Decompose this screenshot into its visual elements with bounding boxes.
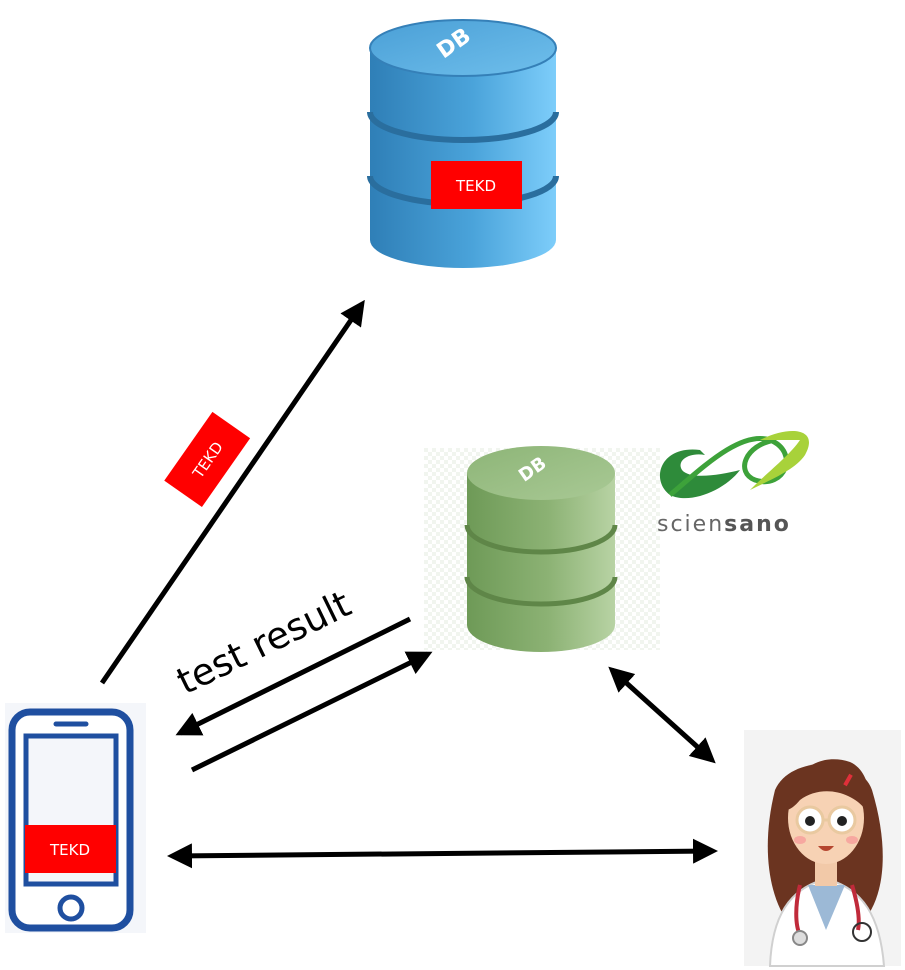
arrow-sciensano-doctor	[608, 666, 716, 764]
arrow-phone-doctor	[167, 838, 718, 869]
arrow-phone-to-cloud	[99, 299, 365, 685]
phone-tag: TEKD	[49, 841, 90, 859]
sciensano-database-icon	[424, 446, 660, 652]
arrow-sciensano-to-phone	[175, 616, 412, 736]
svg-text:sciensano: sciensano	[657, 512, 791, 537]
test-result-label: test result	[170, 582, 357, 703]
logo-text-bold: sano	[724, 512, 791, 537]
phone-tag-box	[25, 825, 116, 873]
doctor-avatar	[744, 730, 901, 967]
cloud-db-tag-box	[431, 161, 522, 209]
cloud-db-tag: TEKD	[455, 177, 496, 195]
sciensano-logo: sciensano	[657, 431, 809, 537]
cloud-database-icon	[367, 19, 559, 268]
arrows	[99, 299, 718, 869]
logo-text-light: scien	[657, 512, 724, 537]
smartphone-icon	[5, 703, 146, 933]
arrow-phone-to-sciensano	[190, 651, 433, 773]
upload-arrow-tag: TEKD	[164, 411, 251, 508]
logo-leaf-right	[750, 431, 809, 490]
